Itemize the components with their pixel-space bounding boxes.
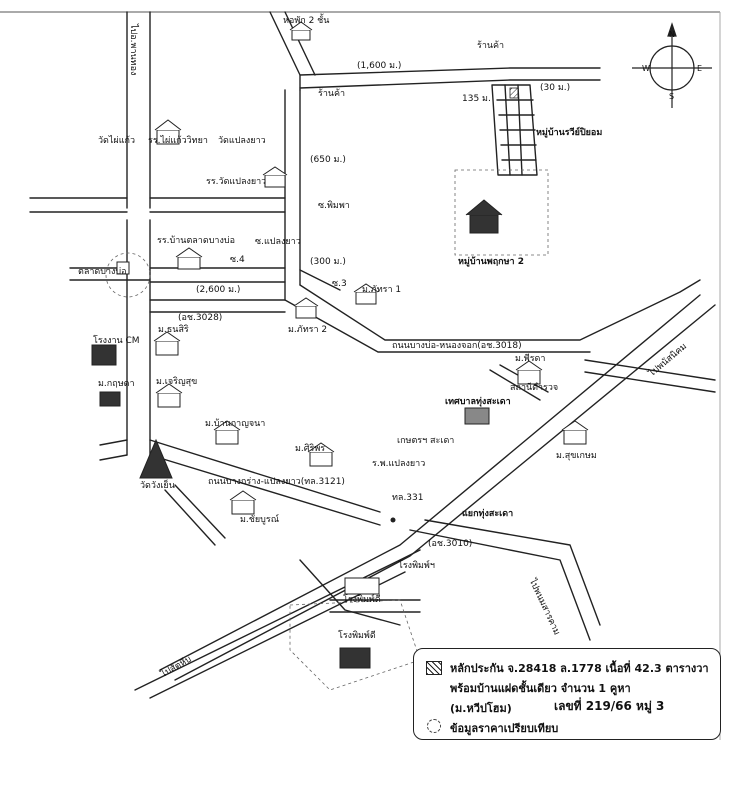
house-icon-pruksa xyxy=(465,199,503,234)
label-market: ตลาดบางบ่อ xyxy=(78,267,127,277)
label-factory-cm: โรงงาน CM xyxy=(93,336,140,346)
label-phimpha: ซ.พิมพา xyxy=(318,201,350,211)
market-icon xyxy=(116,261,130,275)
road-3121 xyxy=(149,439,381,526)
label-thanasiri: ม.ธนสิริ xyxy=(158,325,189,335)
factory-boundary xyxy=(289,599,421,691)
compass-w: W xyxy=(642,64,650,73)
factory-icon-cm xyxy=(91,344,117,366)
label-pruksa: หมู่บ้านพฤกษา 2 xyxy=(458,257,524,267)
label-pattara1: ม.ภัทรา 1 xyxy=(362,285,402,295)
label-school-khaikaeo: รร.ไผ่แก้ววิทยา xyxy=(148,136,208,146)
label-factory3: โรงพิมพ์ดี xyxy=(338,631,376,641)
label-peerada: ม.พีรดา xyxy=(515,354,546,364)
label-shop1: ร้านค้า xyxy=(477,41,505,51)
label-dorm: หอพัก 2 ชั้น xyxy=(283,16,330,26)
building-icon-factory2 xyxy=(339,647,371,669)
label-market-school: รร.บ้านตลาดบางบ่อ xyxy=(157,236,235,246)
legend-line4: ข้อมูลราคาเปรียบเทียบ xyxy=(450,722,559,735)
label-rd3028: (อช.3028) xyxy=(178,313,223,323)
building-icon-office xyxy=(464,407,490,425)
legend-line2: พร้อมบ้านแฝดชั้นเดียว จำนวน 1 คูหา xyxy=(450,682,631,695)
road-plaengyao xyxy=(284,89,301,301)
comparison-circle xyxy=(105,252,151,298)
road-3010 xyxy=(409,519,601,641)
label-soi4: ซ.4 xyxy=(230,255,245,265)
label-pa-nakorn: เทศบาลทุ่งสะเดา xyxy=(445,397,511,407)
compass-s: S xyxy=(669,92,675,101)
label-siriporn: ม.ศิริพร xyxy=(295,444,326,454)
label-wat-plaengyao: วัดแปลงยาว xyxy=(218,136,266,146)
house-icon-market-school xyxy=(175,247,203,270)
label-school-plaengyao: รร.วัดแปลงยาว xyxy=(206,177,267,187)
label-d300: (300 ม.) xyxy=(310,257,346,267)
label-d1600: (1,600 ม.) xyxy=(357,61,402,71)
road-331 xyxy=(159,294,716,681)
label-d2600: (2,600 ม.) xyxy=(196,285,241,295)
legend-hatch-swatch xyxy=(426,661,442,675)
house-icon-peerada xyxy=(515,360,543,385)
label-hospital: ร.พ.แปลงยาว xyxy=(372,459,426,469)
label-subject-village: หมู่บ้านรวีย์ปิยอม xyxy=(536,128,603,138)
house-icon-chaiyaboon xyxy=(229,490,257,515)
label-factory2: โรงพิมพ์ดี xyxy=(343,595,381,605)
house-icon-school1 xyxy=(154,119,182,145)
house-icon-siriporn xyxy=(307,442,335,467)
road-3028 xyxy=(149,267,286,283)
label-charoensuk: ม.เจริญสุข xyxy=(156,377,198,387)
compass-n: N xyxy=(669,30,675,39)
pruksa-boundary xyxy=(454,169,549,256)
label-shop2: ร้านค้า xyxy=(318,89,346,99)
label-soi3: ซ.3 xyxy=(332,279,347,289)
label-d130: (30 ม.) xyxy=(540,83,571,93)
label-bankarnjana: ม.บ้านกาญจนา xyxy=(205,419,266,429)
label-rd3121: ถนนบางกร่าง-แปลงยาว(ทล.3121) xyxy=(208,477,345,487)
road-horizontal-upper xyxy=(29,197,286,213)
compass-icon xyxy=(632,22,712,108)
label-krisda: ม.กฤษดา xyxy=(98,379,135,389)
house-icon-pattara1 xyxy=(353,283,379,305)
house-icon-charoensuk xyxy=(155,383,183,408)
house-icon-sukkasem xyxy=(561,420,589,445)
house-icon-dorm xyxy=(289,21,313,41)
compass-e: E xyxy=(697,64,703,73)
label-wat-tonsak: วัดวังเย็น xyxy=(140,481,175,491)
label-sukkasem: ม.สุขเกษม xyxy=(556,451,597,461)
label-pattara2: ม.ภัทรา 2 xyxy=(288,325,328,335)
label-chaiyaboon: ม.ชัยบูรณ์ xyxy=(240,515,280,525)
label-d650: (650 ม.) xyxy=(310,155,346,165)
road-3018 xyxy=(149,299,286,313)
label-rd3018: ถนนบางบ่อ-หนองจอก(อช.3018) xyxy=(392,341,522,351)
label-kaset: เกษตรฯ สะเดา xyxy=(397,436,455,446)
label-factory1: โรงพิมพ์ฯ xyxy=(398,561,435,571)
label-north-road: ไปอ.พานทอง xyxy=(128,24,138,76)
house-icon-pattara2 xyxy=(293,297,319,319)
house-icon-school2 xyxy=(262,166,288,188)
label-d135: 135 ม. xyxy=(462,94,491,104)
label-rd331: ทล.331 xyxy=(392,493,424,503)
junction-dot xyxy=(390,517,396,523)
house-icon-thanasiri xyxy=(153,331,181,356)
legend-line3a: (ม.หวีปโฮม) xyxy=(450,702,512,715)
label-gov-office: สถานีตำรวจ xyxy=(510,383,559,393)
house-icon-bankarnjana xyxy=(213,420,241,445)
legend-circle-swatch xyxy=(427,719,441,733)
subject-parcel xyxy=(509,87,519,99)
legend: หลักประกัน จ.28418 ล.1778 เนื้อที่ 42.3 … xyxy=(413,648,721,740)
label-plaengyao-road: ซ.แปลงยาว xyxy=(255,237,301,247)
label-tung-sadao: แยกทุ่งสะเดา xyxy=(462,509,514,519)
legend-line1: หลักประกัน จ.28418 ล.1778 เนื้อที่ 42.3 … xyxy=(450,662,709,675)
house-icon-krisda xyxy=(99,391,121,407)
legend-line3b: เลขที่ 219/66 หมู่ 3 xyxy=(554,699,665,713)
label-wat-khaikaeo: วัดไผ่แก้ว xyxy=(98,136,136,146)
road-left-vertical xyxy=(126,11,151,456)
temple-icon xyxy=(139,438,173,479)
label-rd3010: (อช.3010) xyxy=(428,539,473,549)
building-icon-factory1 xyxy=(344,577,380,595)
